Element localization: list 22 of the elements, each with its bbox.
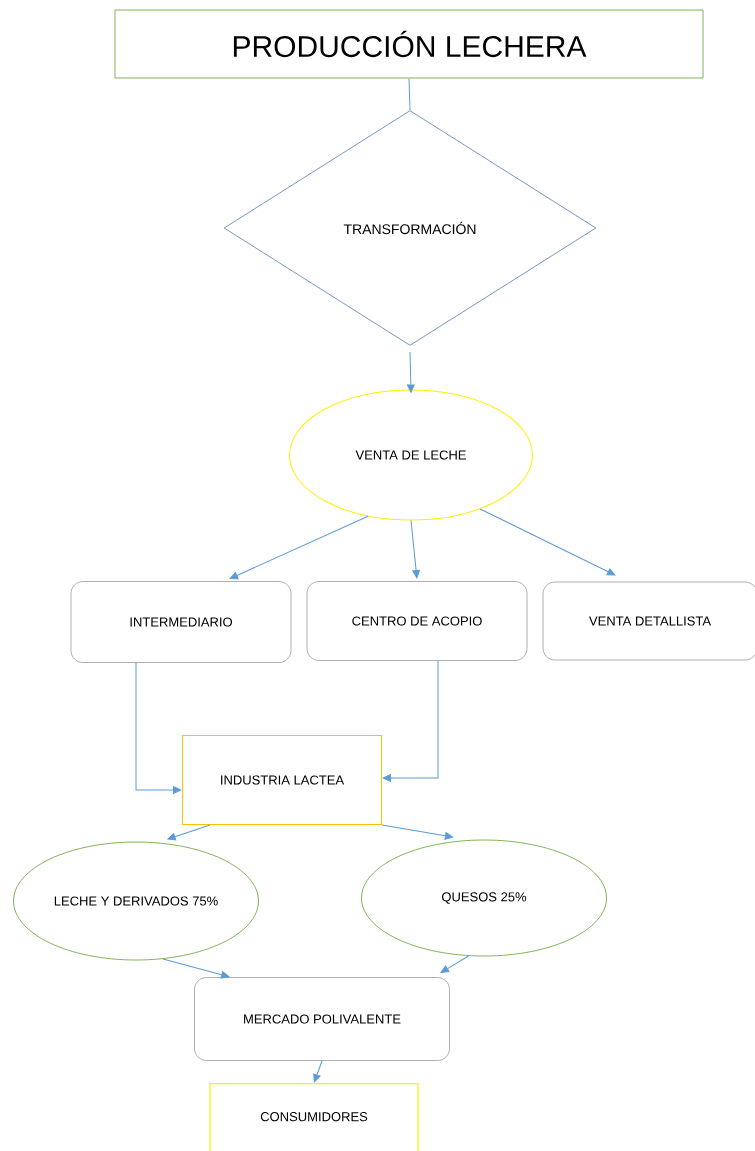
oval-node: LECHE Y DERIVADOS 75% — [13, 841, 259, 961]
arrow — [479, 508, 616, 576]
rounded-box: MERCADO POLIVALENTE — [194, 977, 450, 1061]
oval-node: QUESOS 25% — [361, 839, 607, 957]
arrow — [229, 515, 369, 580]
arrow — [410, 520, 420, 579]
arrow — [406, 351, 415, 393]
process-box: INDUSTRIA LACTEA — [182, 735, 382, 825]
arrow — [135, 662, 182, 794]
rounded-box: VENTA DETALLISTA — [542, 581, 755, 661]
rounded-box: CENTRO DE ACOPIO — [306, 581, 528, 661]
connector-line — [408, 77, 411, 111]
arrow — [382, 660, 439, 782]
rounded-box: INTERMEDIARIO — [70, 581, 292, 663]
arrow — [167, 824, 211, 841]
title-box: PRODUCCIÓN LECHERA — [114, 9, 704, 79]
process-box: CONSUMIDORES — [209, 1083, 419, 1151]
arrow — [440, 955, 469, 973]
oval-node: VENTA DE LECHE — [289, 389, 533, 521]
arrow — [381, 824, 454, 840]
arrow — [162, 958, 230, 979]
arrow — [313, 1060, 323, 1083]
